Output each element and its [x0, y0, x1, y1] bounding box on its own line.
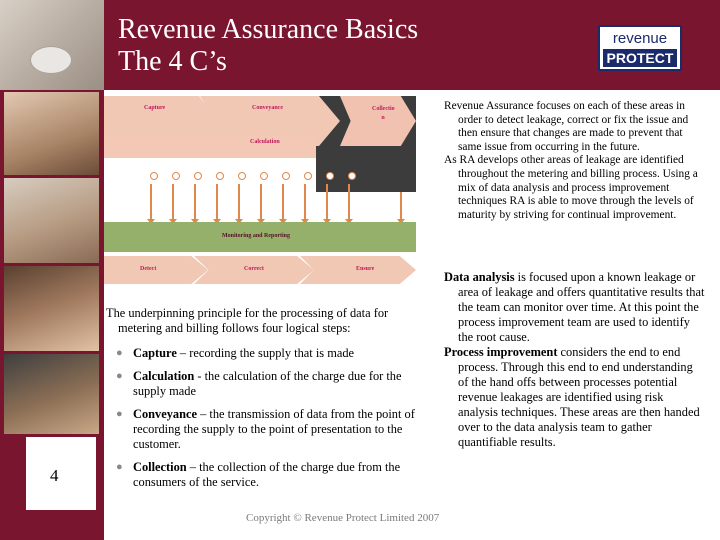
principle-paragraph: The underpinning principle for the proce…: [106, 306, 389, 335]
process-improvement-paragraph: Process improvement considers the end to…: [444, 345, 706, 450]
photo-man: [4, 266, 99, 351]
down-arrow-icon: [279, 184, 287, 224]
connector-dot: [194, 172, 202, 180]
connector-dot: [326, 172, 334, 180]
title-line-2: The 4 C’s: [118, 46, 227, 77]
data-analysis-term: Data analysis: [444, 270, 515, 284]
collection-label: Collectio n: [372, 106, 395, 121]
conveyance-label: Conveyance: [252, 105, 283, 111]
bullet-icon: ●: [116, 347, 123, 359]
four-steps-list: ● Capture – recording the supply that is …: [116, 346, 422, 498]
down-arrow-icon: [257, 184, 265, 224]
list-item: ● Capture – recording the supply that is …: [116, 346, 422, 361]
detect-label: Detect: [140, 266, 157, 272]
connector-dot: [348, 172, 356, 180]
monitoring-label: Monitoring and Reporting: [222, 233, 291, 239]
photo-ear: [4, 92, 99, 175]
page-number-box: [26, 437, 96, 510]
down-arrow-icon: [397, 192, 405, 224]
list-item: ● Conveyance – the transmission of data f…: [116, 407, 422, 452]
detect-chevron: [104, 256, 208, 284]
four-cs-diagram: Capture Conveyance Collectio n Calculati…: [104, 96, 416, 292]
bullet-icon: ●: [116, 370, 123, 382]
monitoring-band: Monitoring and Reporting: [104, 222, 416, 252]
photo-handshake: [4, 178, 99, 263]
data-analysis-paragraph: Data analysis is focused upon a known le…: [444, 270, 706, 345]
ensure-chevron: [300, 256, 416, 284]
down-arrow-icon: [345, 184, 353, 224]
connector-dot: [172, 172, 180, 180]
calculation-label: Calculation: [250, 139, 280, 145]
step-text: - the calculation of the charge due for …: [133, 369, 402, 398]
copyright-footer: Copyright © Revenue Protect Limited 2007: [246, 512, 440, 524]
step-term: Collection: [133, 460, 187, 474]
down-arrow-icon: [147, 184, 155, 224]
down-arrow-icon: [191, 184, 199, 224]
bullet-icon: ●: [116, 408, 123, 420]
mouse-image: [30, 46, 72, 74]
principle-text: The underpinning principle for the proce…: [106, 306, 428, 336]
bullet-icon: ●: [116, 461, 123, 473]
process-improvement-text: considers the end to end process. Throug…: [458, 345, 700, 449]
down-arrow-icon: [213, 184, 221, 224]
photo-woman: [4, 354, 99, 434]
down-arrow-icon: [169, 184, 177, 224]
calculation-band: [104, 136, 316, 158]
down-arrow-icon: [301, 184, 309, 224]
collection-chevron: [340, 96, 416, 146]
list-item: ● Calculation - the calculation of the ch…: [116, 369, 422, 399]
step-text: – the transmission of data from the poin…: [133, 407, 415, 451]
data-analysis-text: is focused upon a known leakage or area …: [458, 270, 705, 344]
connector-dot: [216, 172, 224, 180]
page-number: 4: [50, 466, 59, 485]
ra-intro-paragraph: Revenue Assurance focuses on each of the…: [444, 100, 689, 153]
connector-dot: [282, 172, 290, 180]
step-text: – recording the supply that is made: [176, 346, 355, 360]
logo-text-protect: PROTECT: [603, 49, 677, 67]
connector-dot: [304, 172, 312, 180]
step-text: – the collection of the charge due from …: [133, 460, 401, 489]
title-line-1: Revenue Assurance Basics: [118, 14, 419, 45]
step-term: Capture: [133, 346, 177, 360]
step-term: Calculation: [133, 369, 195, 383]
ra-focus-text: Revenue Assurance focuses on each of the…: [444, 100, 706, 222]
capture-label: Capture: [144, 105, 166, 111]
down-arrow-icon: [235, 184, 243, 224]
revenue-protect-logo: revenue PROTECT: [598, 25, 682, 71]
down-arrow-icon: [323, 184, 331, 224]
correct-chevron: [194, 256, 314, 284]
correct-label: Correct: [244, 266, 264, 272]
logo-text-revenue: revenue: [612, 30, 668, 47]
header-photo-hand-mouse: [0, 0, 104, 90]
list-item: ● Collection – the collection of the char…: [116, 460, 422, 490]
connector-dot: [150, 172, 158, 180]
ra-develops-paragraph: As RA develops other areas of leakage ar…: [444, 154, 698, 221]
ensure-label: Ensure: [356, 266, 375, 272]
process-improvement-term: Process improvement: [444, 345, 558, 359]
connector-dot: [260, 172, 268, 180]
slide-title: Revenue Assurance Basics The 4 C’s: [118, 14, 418, 78]
connector-dot: [238, 172, 246, 180]
step-term: Conveyance: [133, 407, 198, 421]
techniques-text: Data analysis is focused upon a known le…: [444, 270, 706, 450]
